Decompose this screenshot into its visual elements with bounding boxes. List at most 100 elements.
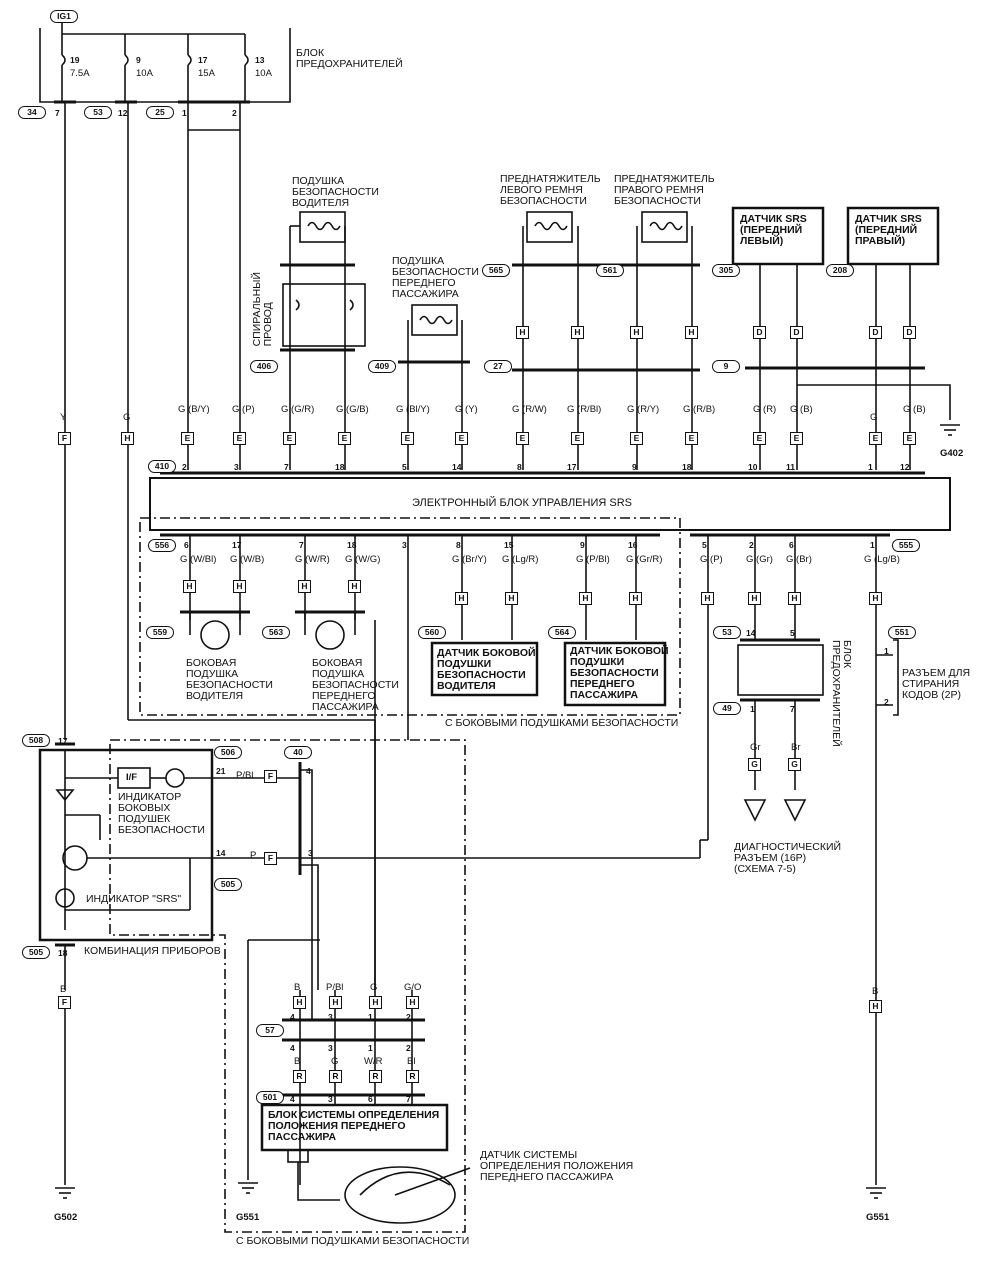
code-h: H: [293, 996, 306, 1009]
wire-br: Br: [791, 742, 801, 753]
conn-506: 506: [214, 746, 242, 759]
right-tensioner-label: ПРЕДНАТЯЖИТЕЛЬ ПРАВОГО РЕМНЯ БЕЗОПАСНОСТ…: [614, 173, 715, 207]
conn-565: 565: [482, 264, 510, 277]
code-e: E: [401, 432, 414, 445]
wire-gr: Gr: [750, 742, 761, 753]
opin: 4: [290, 1043, 295, 1053]
owire-low: G: [331, 1056, 339, 1067]
ecu-pin: 18: [335, 462, 345, 472]
code-r: R: [293, 1070, 306, 1083]
driver-airbag-label: ПОДУШКА БЕЗОПАСНОСТИ ВОДИТЕЛЯ: [292, 175, 379, 209]
c40-pin: 3: [308, 848, 313, 858]
code-e: E: [869, 432, 882, 445]
code-e: E: [790, 432, 803, 445]
code-h: H: [348, 580, 361, 593]
opin: 3: [328, 1012, 333, 1022]
bwire: G (Br/Y): [452, 554, 487, 565]
fuse-19-rating: 7.5A: [70, 68, 90, 79]
opin: 2: [406, 1043, 411, 1053]
code-e: E: [455, 432, 468, 445]
passenger-airbag-label: ПОДУШКА БЕЗОПАСНОСТИ ПЕРЕДНЕГО ПАССАЖИРА: [392, 255, 479, 300]
code-e: E: [571, 432, 584, 445]
conn-556: 556: [148, 539, 176, 552]
bwire: G (Lg/B): [864, 554, 900, 565]
ecu-bpin: 6: [789, 540, 794, 550]
wire-p: P: [250, 850, 257, 861]
code-r: R: [406, 1070, 419, 1083]
c40-pin: 4: [306, 766, 311, 776]
code-h: H: [505, 592, 518, 605]
bwire: G (P): [700, 554, 723, 565]
code-f: F: [58, 996, 71, 1009]
code-h: H: [630, 326, 643, 339]
code-h: H: [121, 432, 134, 445]
owire: G/O: [404, 982, 422, 993]
ecu-bpin: 15: [504, 540, 514, 550]
ecu-bpin: 2: [749, 540, 754, 550]
code-r: R: [329, 1070, 342, 1083]
conn-409: 409: [368, 360, 396, 373]
ecu-pin: 7: [284, 462, 289, 472]
fb2-pin: 5: [790, 628, 795, 638]
driver-side-airbag-label: БОКОВАЯ ПОДУШКА БЕЗОПАСНОСТИ ВОДИТЕЛЯ: [186, 657, 273, 702]
diag-connector-label: ДИАГНОСТИЧЕСКИЙ РАЗЪЕМ (16P) (Схема 7-5): [734, 841, 842, 875]
conn-505: 505: [214, 878, 242, 891]
code-h: H: [748, 592, 761, 605]
wire-g-rb: G (R/B): [683, 404, 716, 415]
bpin: 4: [290, 1094, 295, 1104]
wire-g-b-2: G (B): [903, 404, 926, 415]
bwire: G (W/R): [295, 554, 330, 565]
fb2-pin: 14: [746, 628, 756, 638]
conn-555: 555: [892, 539, 920, 552]
pass-side-sensor-label: ДАТЧИК БОКОВОЙ ПОДУШКИ БЕЗОПАСНОСТИ ПЕРЕ…: [570, 645, 669, 701]
fb2-pin: 7: [790, 704, 795, 714]
code-h: H: [685, 326, 698, 339]
conn-9: 9: [712, 360, 740, 373]
code-f: F: [58, 432, 71, 445]
ecu-pin: 1: [868, 462, 873, 472]
ecu-pin: 14: [452, 462, 462, 472]
ecu-bpin: 8: [456, 540, 461, 550]
left-tensioner-label: ПРЕДНАТЯЖИТЕЛЬ ЛЕВОГО РЕМНЯ БЕЗОПАСНОСТИ: [500, 173, 601, 207]
code-d: D: [903, 326, 916, 339]
opin: 2: [406, 1012, 411, 1022]
bwire: G (Gr/R): [626, 554, 663, 565]
wire-y: Y: [60, 412, 67, 423]
occupant-box-label: БЛОК СИСТЕМЫ ОПРЕДЕЛЕНИЯ ПОЛОЖЕНИЯ ПЕРЕД…: [268, 1109, 440, 1143]
conn-49: 49: [713, 702, 741, 715]
occupant-caption: С БОКОВЫМИ ПОДУШКАМИ БЕЗОПАСНОСТИ: [236, 1235, 470, 1247]
ecu-title: ЭЛЕКТРОННЫЙ БЛОК УПРАВЛЕНИЯ SRS: [412, 497, 632, 509]
wire-g-rbl: G (R/Bl): [567, 404, 602, 415]
ecu-bpin: 18: [347, 540, 357, 550]
srs-indicator-label: ИНДИКАТОР "SRS": [86, 893, 182, 905]
cluster-title: КОМБИНАЦИЯ ПРИБОРОВ: [84, 945, 221, 957]
fb2-pin: 1: [750, 704, 755, 714]
pin-12: 12: [118, 108, 128, 118]
cl-pin: 17: [58, 736, 68, 746]
wire-g-by: G (B/Y): [178, 404, 210, 415]
conn-561: 561: [596, 264, 624, 277]
pin-1: 1: [182, 108, 187, 118]
conn-57: 57: [256, 1024, 284, 1037]
conn-27: 27: [484, 360, 512, 373]
ecu-pin: 18: [682, 462, 692, 472]
ecu-bpin: 9: [580, 540, 585, 550]
conn-53-b: 53: [713, 626, 741, 639]
wire-g-rw: G (R/W): [512, 404, 547, 415]
ecu-bpin: 17: [232, 540, 242, 550]
code-h: H: [233, 580, 246, 593]
code-h: H: [629, 592, 642, 605]
pin-2: 2: [232, 108, 237, 118]
fuse-19-num: 19: [70, 55, 80, 65]
code-h: H: [701, 592, 714, 605]
code-e: E: [283, 432, 296, 445]
conn-564: 564: [548, 626, 576, 639]
code-e: E: [338, 432, 351, 445]
code-h: H: [455, 592, 468, 605]
code-h: H: [298, 580, 311, 593]
cl-pin: 14: [216, 848, 226, 858]
conn-40: 40: [284, 746, 312, 759]
wire-g-2: G: [870, 412, 878, 423]
ecu-pin: 9: [632, 462, 637, 472]
code-e: E: [233, 432, 246, 445]
